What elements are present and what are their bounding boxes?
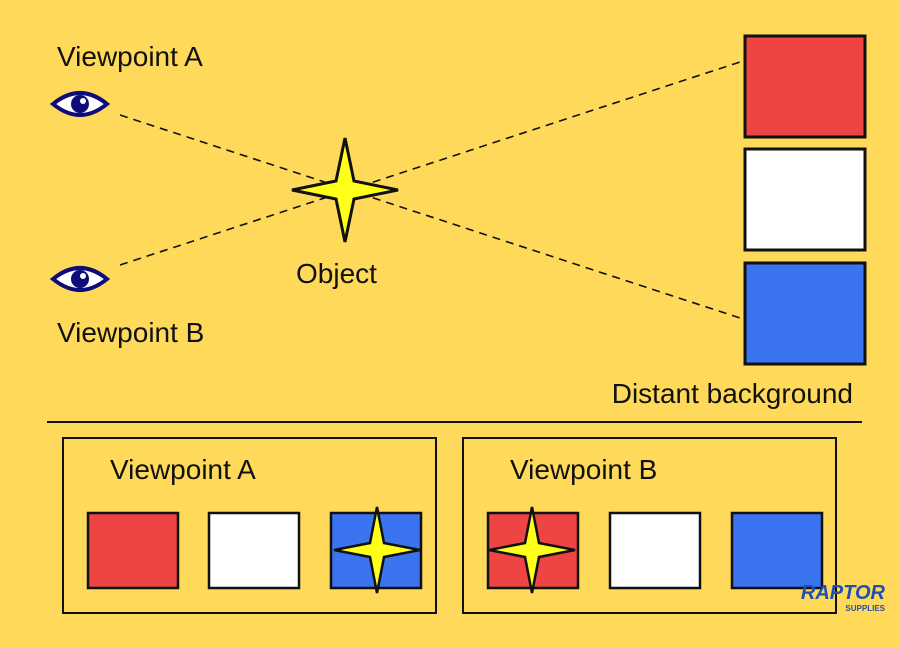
star-icon [333,506,421,594]
background-square-blue [743,261,867,366]
background-square-white [743,147,867,252]
star-icon [488,506,576,594]
object-label: Object [296,258,377,289]
logo-name: RAPTOR [801,582,886,604]
logo-tagline: SUPPLIES [845,604,885,613]
panel-title: Viewpoint B [510,454,657,485]
panel-frame [62,437,437,614]
panel-square-white [207,511,301,590]
sight-line-a [119,114,741,319]
background-square-red [743,34,867,139]
panel-title: Viewpoint A [110,454,256,485]
panel-viewpoint-b: Viewpoint B [462,437,837,614]
eye-icon [49,91,111,117]
panel-square-red [86,511,180,590]
panel-frame [462,437,837,614]
sight-line-b [119,61,741,266]
star-icon [291,137,399,243]
raptor-supplies-logo: RAPTOR SUPPLIES [801,582,886,613]
viewpoint-b-label: Viewpoint B [57,317,204,348]
distant-background-label: Distant background [612,378,853,409]
panel-square-blue [730,511,824,590]
sight-lines [119,61,741,319]
panel-square-white [608,511,702,590]
viewpoint-a-label: Viewpoint A [57,41,203,72]
panel-viewpoint-a: Viewpoint A [62,437,437,614]
eye-icon [49,266,111,292]
distant-background [743,34,867,366]
